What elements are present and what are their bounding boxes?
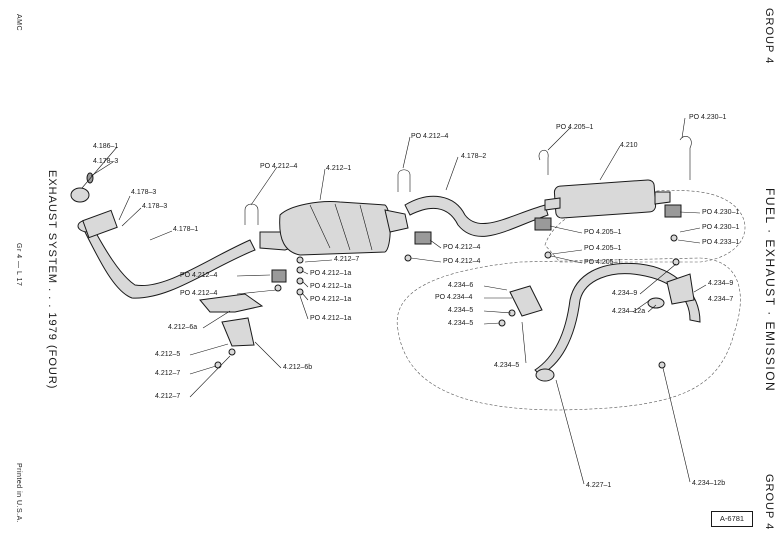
callout-4-212-7-a: 4.212–7 — [334, 256, 360, 263]
tailpipe-clamp — [647, 297, 665, 309]
tailpipe — [534, 262, 701, 376]
callout-po-4-230-1-b: PO 4.230–1 — [702, 209, 740, 216]
callout-po-4-212-1a-d: PO 4.212–1a — [310, 315, 352, 322]
callout-po-4-230-1-c: PO 4.230–1 — [702, 224, 740, 231]
callout-4-212-7-b: 4.212–7 — [155, 370, 181, 377]
callout-4-234-9-a: 4.234–9 — [612, 290, 638, 297]
support-bracket-6a — [199, 293, 264, 313]
u-bolt-1 — [244, 203, 259, 225]
callout-4-234-5-a: 4.234–5 — [448, 307, 474, 314]
callout-po-4-212-4-a: PO 4.212–4 — [260, 163, 298, 170]
hanger-bracket-mid — [414, 231, 432, 245]
u-bolt-3 — [538, 149, 549, 175]
callout-4-227-1: 4.227–1 — [586, 482, 612, 489]
callout-po-4-212-4-d: PO 4.212–4 — [411, 133, 449, 140]
callout-4-234-9-b: 4.234–9 — [708, 280, 734, 287]
callout-po-4-212-4-f: PO 4.212–4 — [443, 258, 481, 265]
callout-po-4-205-1-d: PO 4.205–1 — [584, 259, 622, 266]
callout-4-212-6a: 4.212–6a — [168, 324, 198, 331]
hanger-bracket-rear — [534, 217, 552, 231]
callout-po-4-212-4-c: PO 4.212–4 — [180, 290, 218, 297]
hanger-bracket-front — [271, 269, 287, 283]
callout-po-4-212-1a-b: PO 4.212–1a — [310, 283, 352, 290]
callout-po-4-212-1a-c: PO 4.212–1a — [310, 296, 352, 303]
callout-4-212-5: 4.212–5 — [155, 351, 181, 358]
callout-po-4-234-4: PO 4.234–4 — [435, 294, 473, 301]
callout-po-4-230-1-a: PO 4.230–1 — [689, 114, 727, 121]
figure-reference: A-6781 — [711, 511, 753, 527]
hanger-bracket-tail — [664, 204, 682, 218]
flange-gasket — [70, 187, 90, 203]
callout-4-234-12a: 4.234–12a — [612, 308, 646, 315]
intermediate-pipe — [404, 195, 549, 237]
callout-4-186-1: 4.186–1 — [93, 143, 119, 150]
rear-bracket — [666, 273, 695, 305]
callout-4-212-1: 4.212–1 — [326, 165, 352, 172]
callout-po-4-233-1: PO 4.233–1 — [702, 239, 740, 246]
u-bolt-4 — [679, 136, 692, 180]
front-exhaust-pipe — [77, 209, 256, 299]
leader-lines — [81, 117, 707, 485]
callout-4-178-3-c: 4.178–3 — [142, 203, 168, 210]
u-bolt-2 — [397, 169, 411, 192]
callout-4-234-6: 4.234–6 — [448, 282, 474, 289]
callout-po-4-212-1a-a: PO 4.212–1a — [310, 270, 352, 277]
callout-po-4-212-4-e: PO 4.212–4 — [443, 244, 481, 251]
tailpipe-end — [535, 368, 555, 382]
callout-4-234-7: 4.234–7 — [708, 296, 734, 303]
callout-po-4-205-1-b: PO 4.205–1 — [584, 229, 622, 236]
callout-4-234-5-b: 4.234–5 — [448, 320, 474, 327]
muffler — [544, 179, 671, 219]
callout-4-178-3-b: 4.178–3 — [131, 189, 157, 196]
callout-po-4-205-1-c: PO 4.205–1 — [584, 245, 622, 252]
callout-4-210: 4.210 — [620, 142, 638, 149]
callout-4-178-2: 4.178–2 — [461, 153, 487, 160]
callout-4-234-5-c: 4.234–5 — [494, 362, 520, 369]
callout-po-4-212-4-b: PO 4.212–4 — [180, 272, 218, 279]
callout-4-178-3-a: 4.178–3 — [93, 158, 119, 165]
callout-4-234-12b: 4.234–12b — [692, 480, 726, 487]
tailpipe-hanger — [509, 285, 543, 317]
callout-4-212-7-c: 4.212–7 — [155, 393, 181, 400]
catalytic-converter — [259, 201, 409, 256]
support-bracket-6b — [221, 317, 255, 347]
tailpipe-group-outline — [396, 257, 741, 411]
callout-po-4-205-1-a: PO 4.205–1 — [556, 124, 594, 131]
callout-4-178-1: 4.178–1 — [173, 226, 199, 233]
callout-4-212-6b: 4.212–6b — [283, 364, 313, 371]
